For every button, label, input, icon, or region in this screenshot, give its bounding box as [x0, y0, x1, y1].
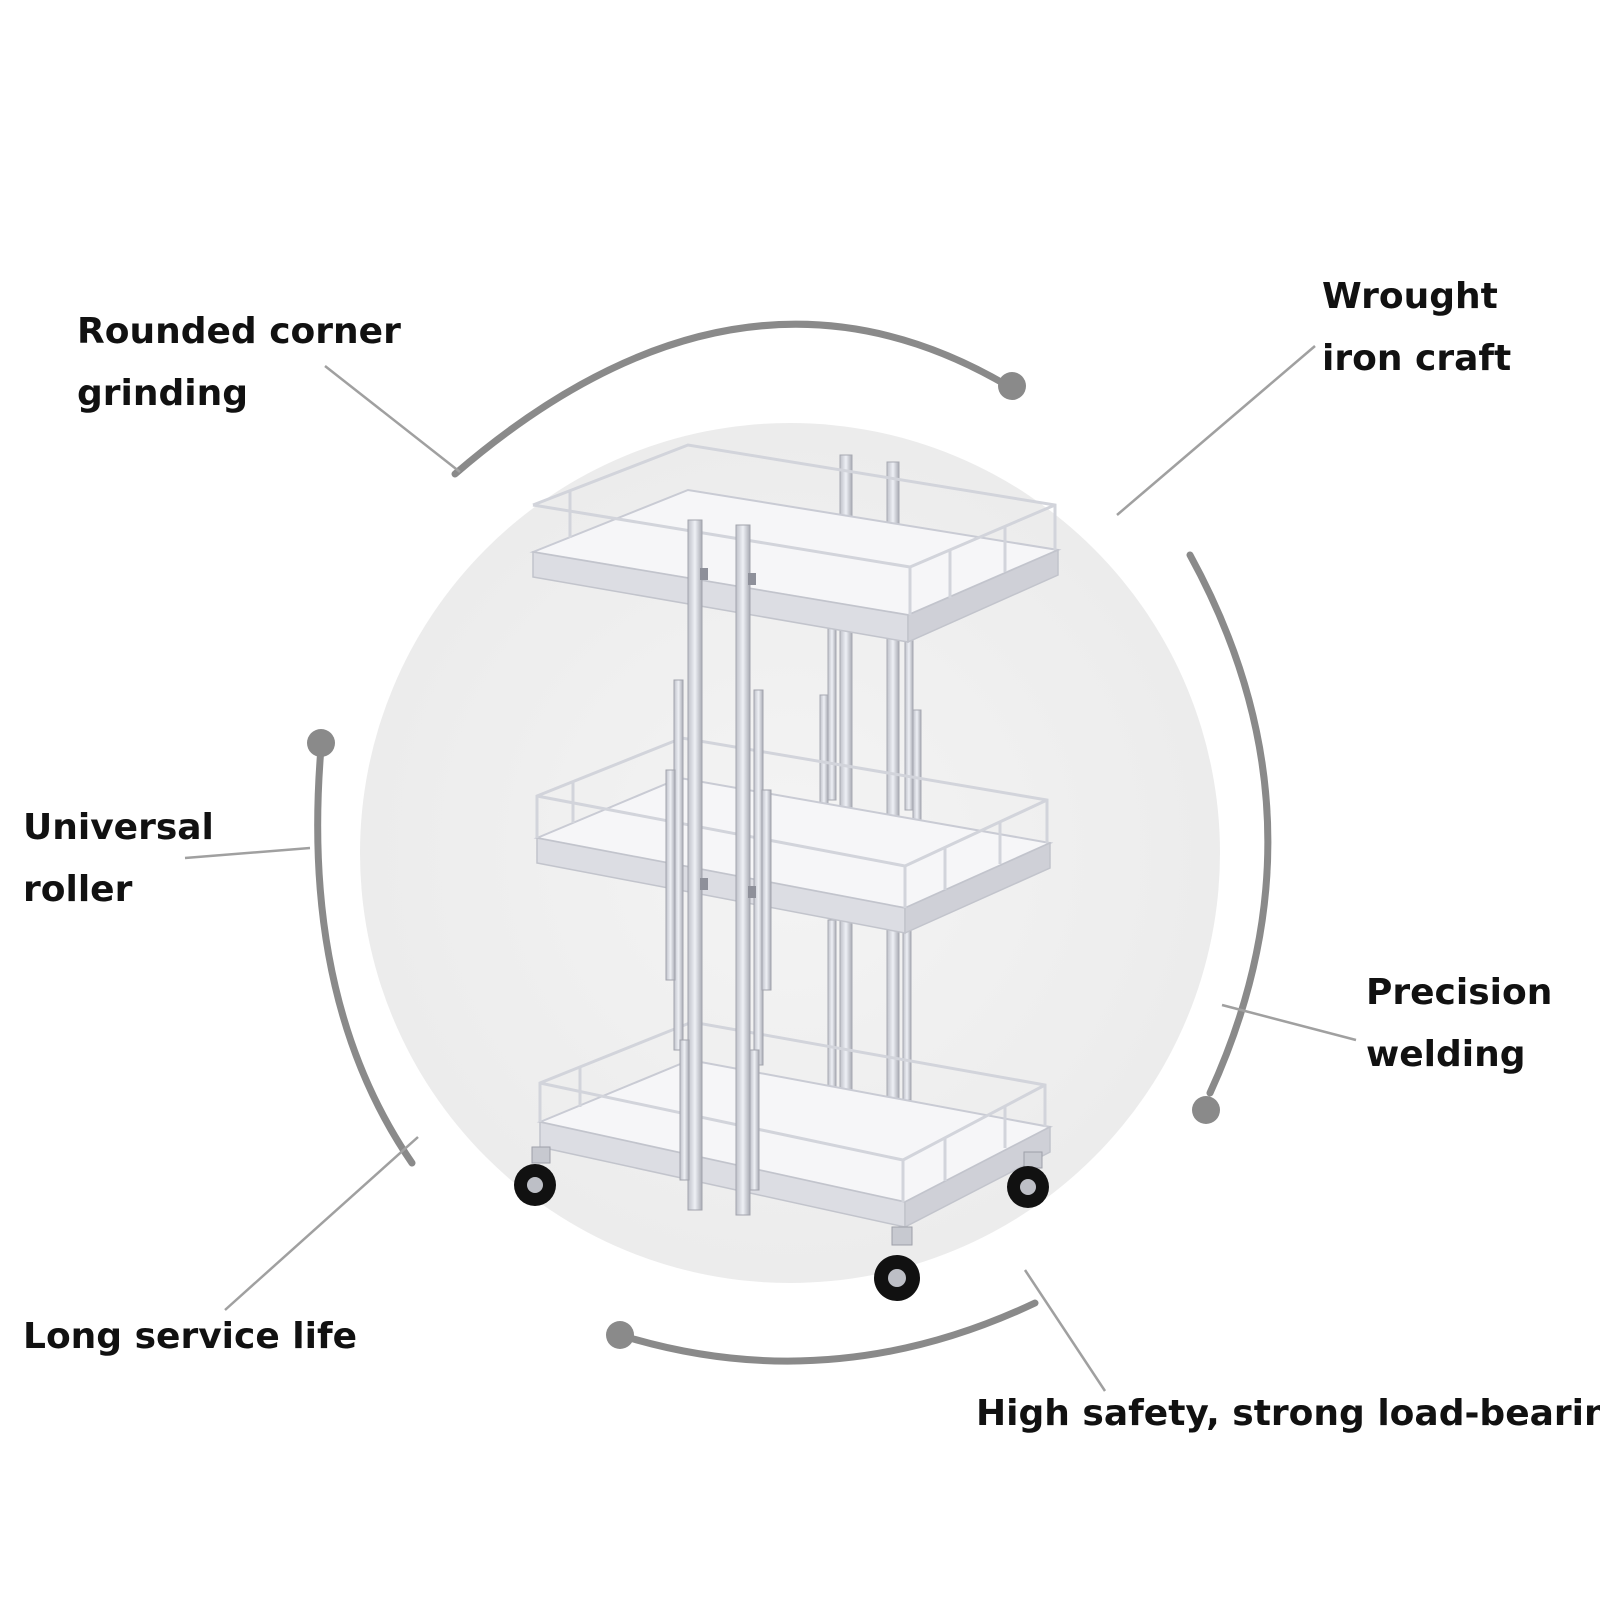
wheel-front-right [874, 1226, 920, 1301]
wheels [514, 1146, 1049, 1301]
arc-top [451, 320, 1012, 478]
feature-line: Precision [1366, 972, 1553, 1013]
feature-line: grinding [77, 373, 248, 414]
front-poles [665, 519, 772, 1216]
feature-wrought-iron-craft: Wrought iron craft [1322, 266, 1511, 390]
feature-line: iron craft [1322, 338, 1512, 379]
arc-left [314, 744, 416, 1167]
feature-line: High safety, strong load-bearing [976, 1393, 1600, 1434]
arc-dots [307, 372, 1220, 1349]
leader-high-safety [1023, 1269, 1107, 1392]
feature-precision-welding: Precision welding [1366, 962, 1552, 1086]
middle-shelf [533, 736, 1054, 935]
leader-lines [184, 345, 1357, 1392]
feature-line: roller [23, 869, 133, 910]
wheel-back-right [1007, 1151, 1049, 1208]
leader-universal-roller [184, 846, 311, 860]
feature-rounded-corner-grinding: Rounded corner grinding [77, 301, 401, 425]
feature-long-service-life: Long service life [23, 1306, 357, 1368]
dot-left [307, 729, 335, 757]
leader-wrought-iron [1116, 345, 1316, 516]
leader-long-service [224, 1136, 419, 1311]
dot-bottom [606, 1321, 634, 1349]
leader-precision-welding [1221, 1003, 1357, 1042]
arc-right [1186, 551, 1272, 1097]
pole-brackets [700, 568, 756, 898]
feature-line: Wrought [1322, 276, 1498, 317]
feature-line: Rounded corner [77, 311, 401, 352]
feature-line: Long service life [23, 1316, 358, 1357]
wheel-front-left [514, 1146, 556, 1206]
dot-right [1192, 1096, 1220, 1124]
feature-line: welding [1366, 1034, 1526, 1075]
dot-top-right [998, 372, 1026, 400]
decorative-arcs [314, 320, 1272, 1365]
leader-rounded-corner [324, 365, 461, 473]
feature-line: Universal [23, 807, 214, 848]
feature-high-safety: High safety, strong load-bearing [976, 1383, 1600, 1445]
top-shelf [529, 443, 1062, 644]
trolley [514, 443, 1062, 1301]
arc-bottom [616, 1299, 1039, 1365]
feature-universal-roller: Universal roller [23, 797, 214, 921]
